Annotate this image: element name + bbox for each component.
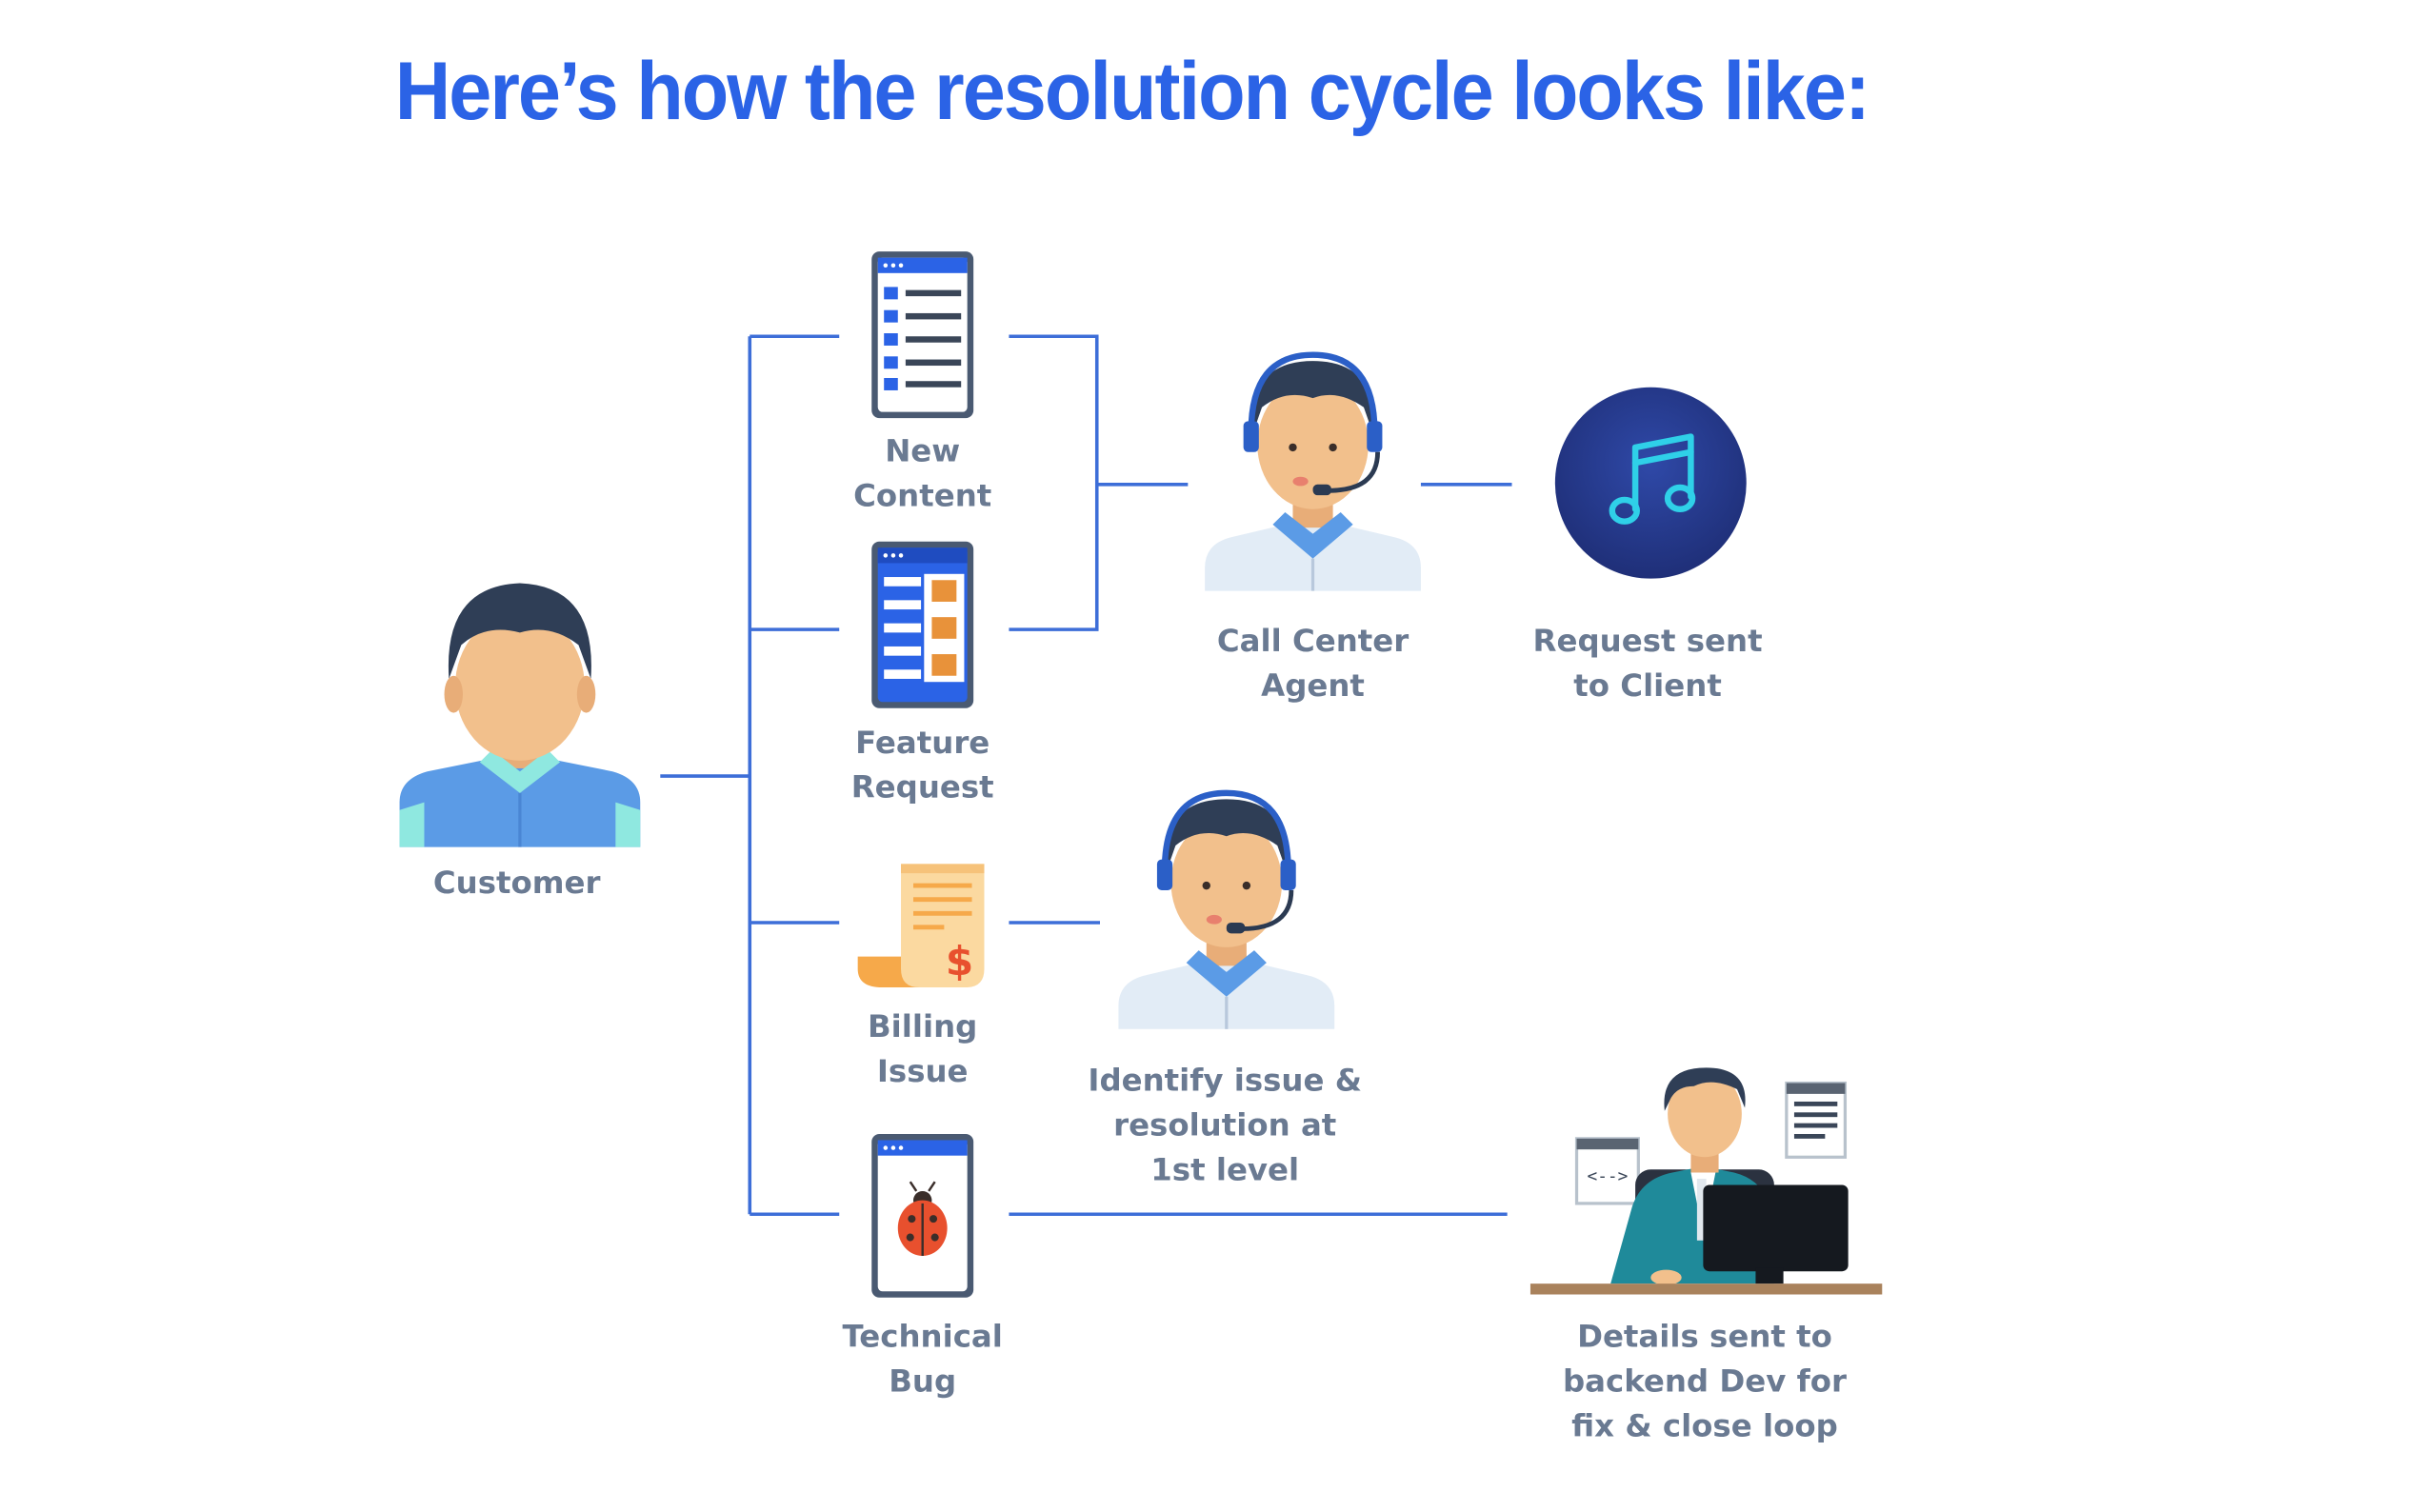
agent-headset-icon xyxy=(1205,351,1421,591)
customer-label: Customer xyxy=(432,864,601,902)
svg-text:$: $ xyxy=(946,938,973,985)
connector-lines xyxy=(660,334,1512,1217)
document-list-icon xyxy=(871,251,974,419)
bug-tablet-icon xyxy=(871,1133,974,1298)
new-content-label: New Content xyxy=(853,431,992,514)
billing-issue-label: Billing Issue xyxy=(867,1007,978,1090)
feature-document-icon xyxy=(871,541,974,708)
feature-request-label: Feature Request xyxy=(850,723,994,806)
developer-desk-icon: <--> xyxy=(1529,1067,1883,1295)
billing-receipt-icon: $ xyxy=(857,864,985,988)
music-note-icon xyxy=(1554,387,1747,579)
page-title: Here’s how the resolution cycle looks li… xyxy=(394,45,1870,137)
request-sent-label: Request sent to Client xyxy=(1532,622,1763,704)
details-sent-label: Details sent to backend Dev for fix & cl… xyxy=(1562,1317,1847,1444)
identify-issue-label: Identify issue & resolution at 1st level xyxy=(1088,1061,1363,1188)
agent-headset-icon xyxy=(1118,789,1335,1029)
call-center-agent-label: Call Center Agent xyxy=(1216,622,1409,704)
customer-person-icon xyxy=(399,583,641,847)
technical-bug-label: Technical Bug xyxy=(842,1317,1003,1400)
svg-text:<-->: <--> xyxy=(1587,1166,1628,1186)
